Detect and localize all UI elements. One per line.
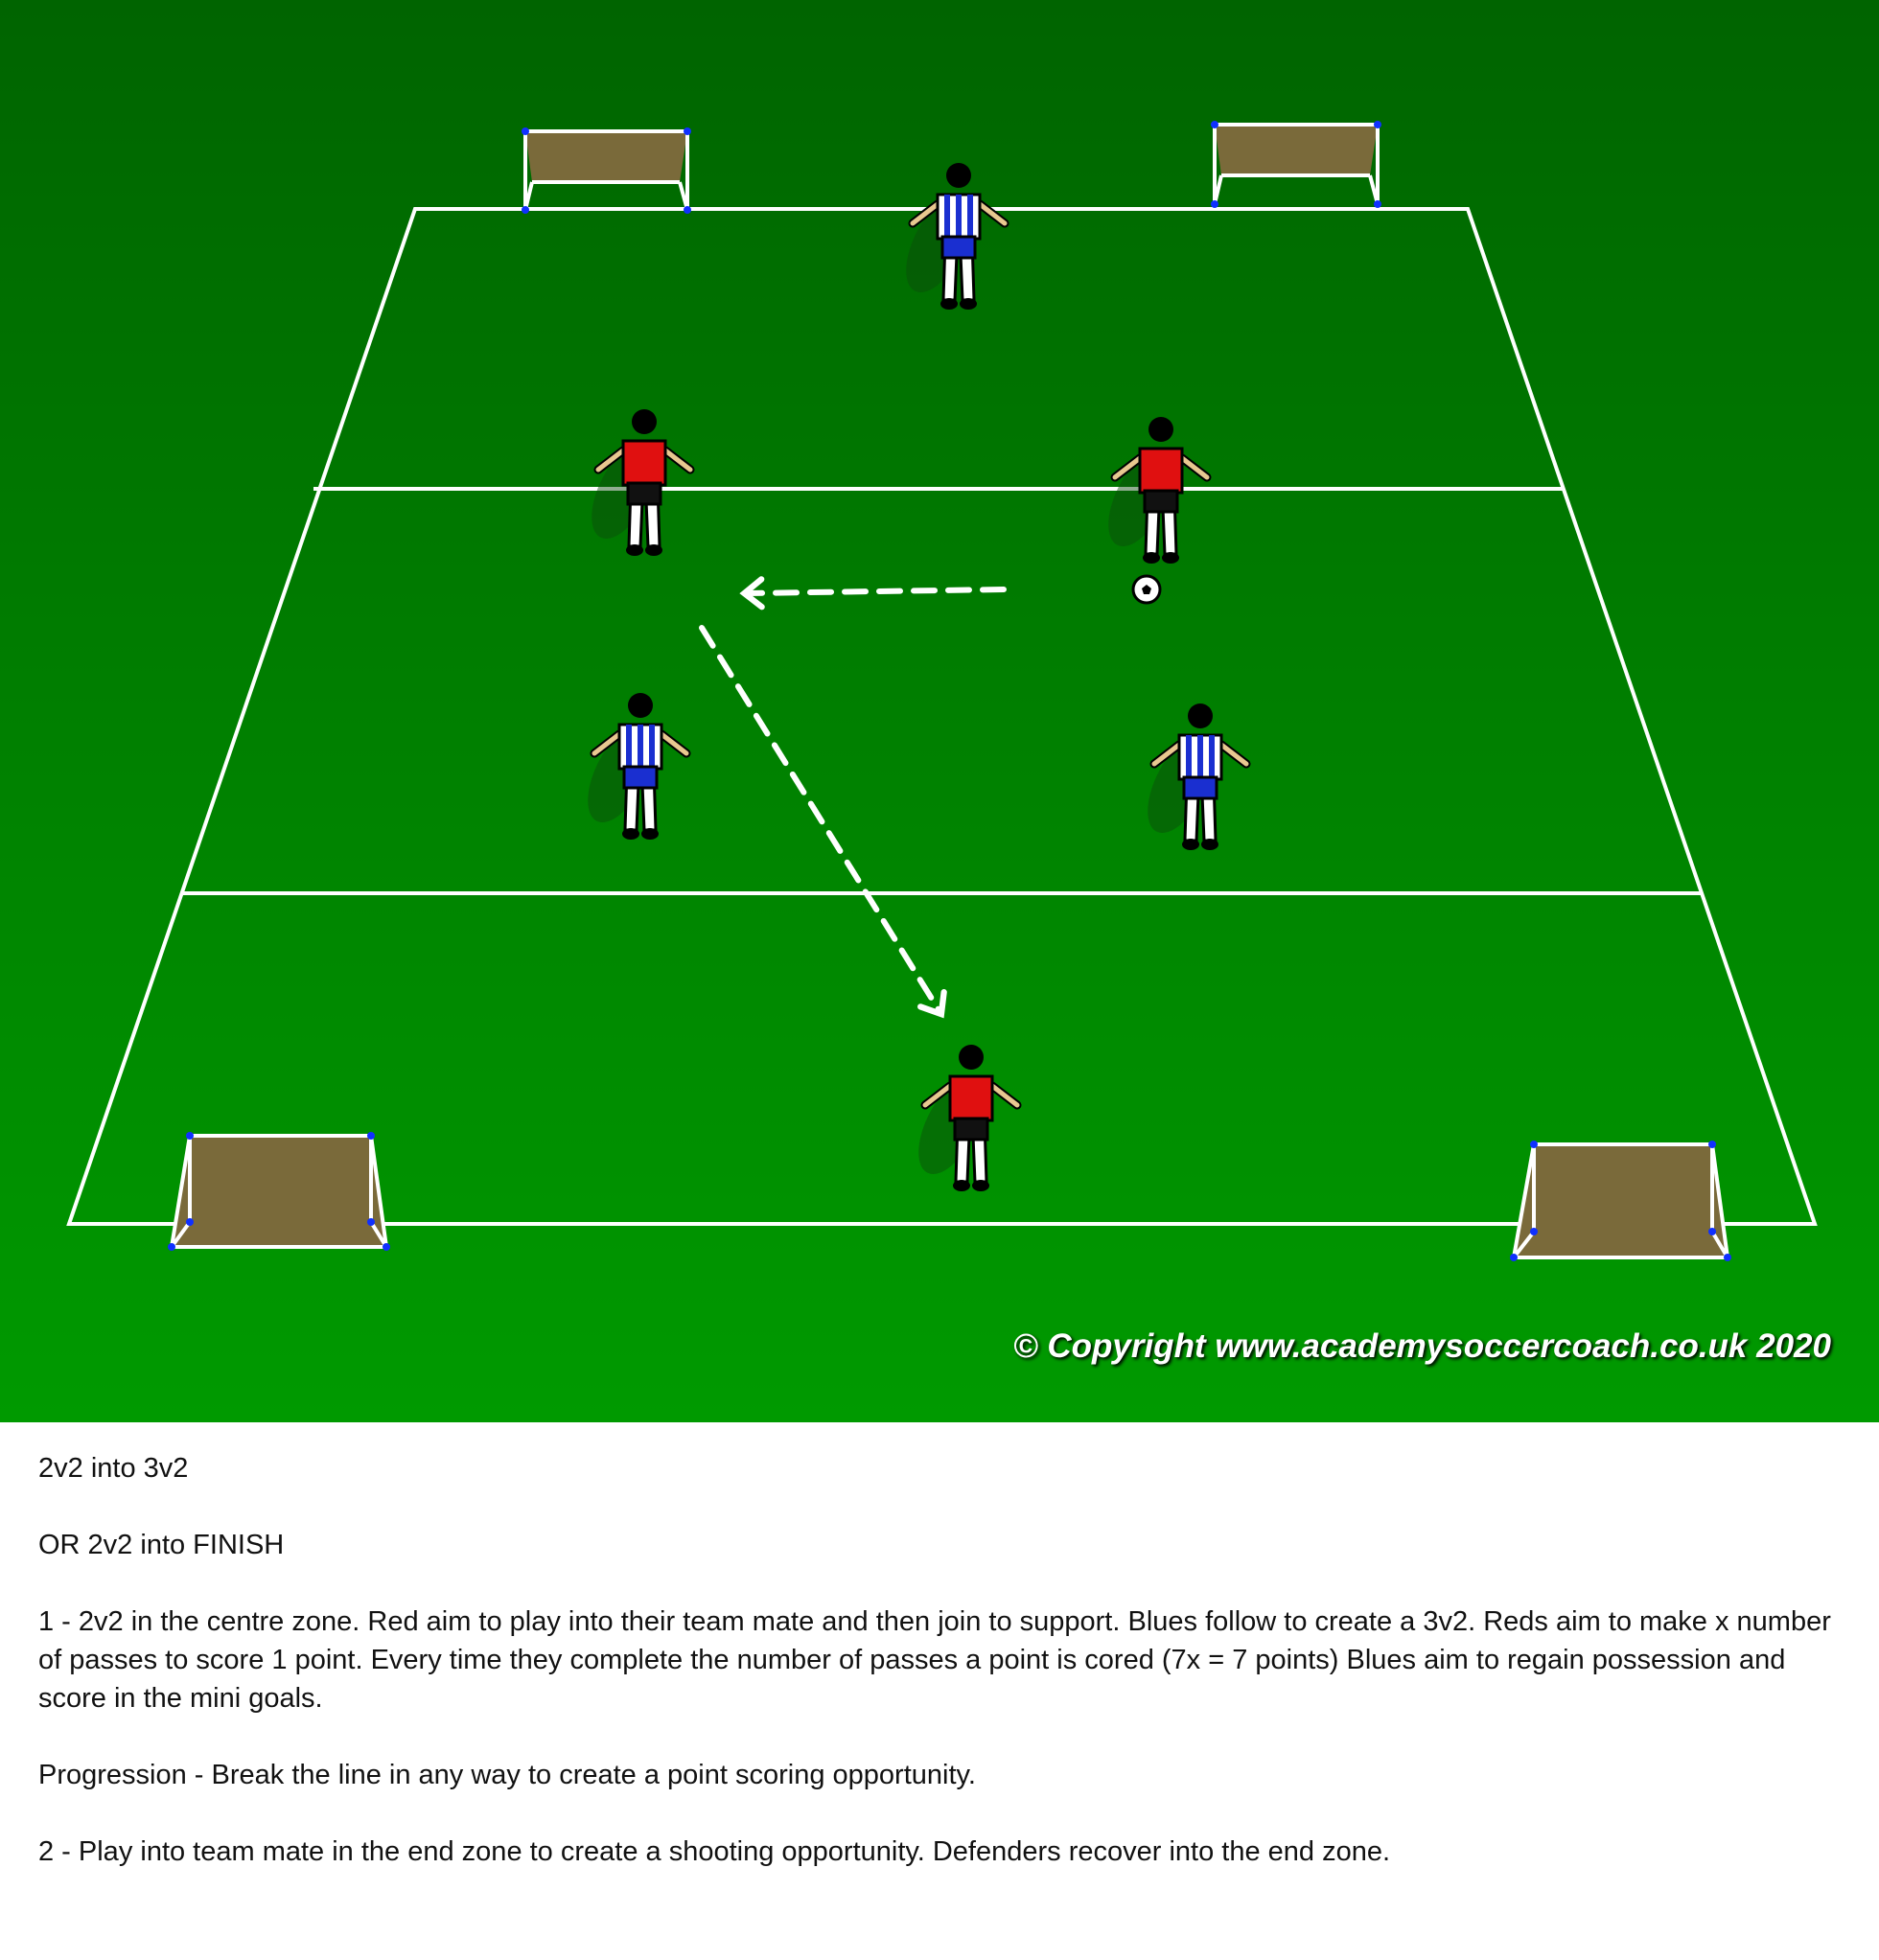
player-blue-top <box>893 163 1005 310</box>
drill-subtitle: OR 2v2 into FINISH <box>38 1530 285 1560</box>
drill-notes: 2v2 into 3v2 OR 2v2 into FINISH 1 - 2v2 … <box>38 1449 1841 1909</box>
player-blue-right <box>1135 703 1246 850</box>
drill-step-2: 2 - Play into team mate in the end zone … <box>38 1836 1391 1867</box>
mini-goal-bottom-right <box>1510 1141 1731 1261</box>
mini-goal-top-left <box>522 127 691 214</box>
pass-arrow-diagonal <box>699 625 947 1019</box>
mini-goal-bottom-left <box>168 1132 390 1251</box>
mini-goal-top-right <box>1211 121 1381 208</box>
player-red-left <box>579 409 690 556</box>
pass-arrow-horizontal <box>739 576 1007 611</box>
drill-title: 2v2 into 3v2 <box>38 1453 189 1484</box>
soccer-ball-icon <box>1131 574 1162 605</box>
copyright-text: © Copyright www.academysoccercoach.co.uk… <box>1012 1327 1831 1365</box>
player-red-right <box>1096 417 1207 564</box>
pitch-lines <box>66 207 1818 1226</box>
player-blue-left <box>575 693 686 840</box>
drill-progression: Progression - Break the line in any way … <box>38 1760 976 1790</box>
pitch-diagram <box>0 0 1879 1422</box>
drill-step-1: 1 - 2v2 in the centre zone. Red aim to p… <box>38 1606 1831 1714</box>
pass-arrows <box>699 576 1007 1019</box>
player-red-end-zone <box>906 1045 1017 1191</box>
